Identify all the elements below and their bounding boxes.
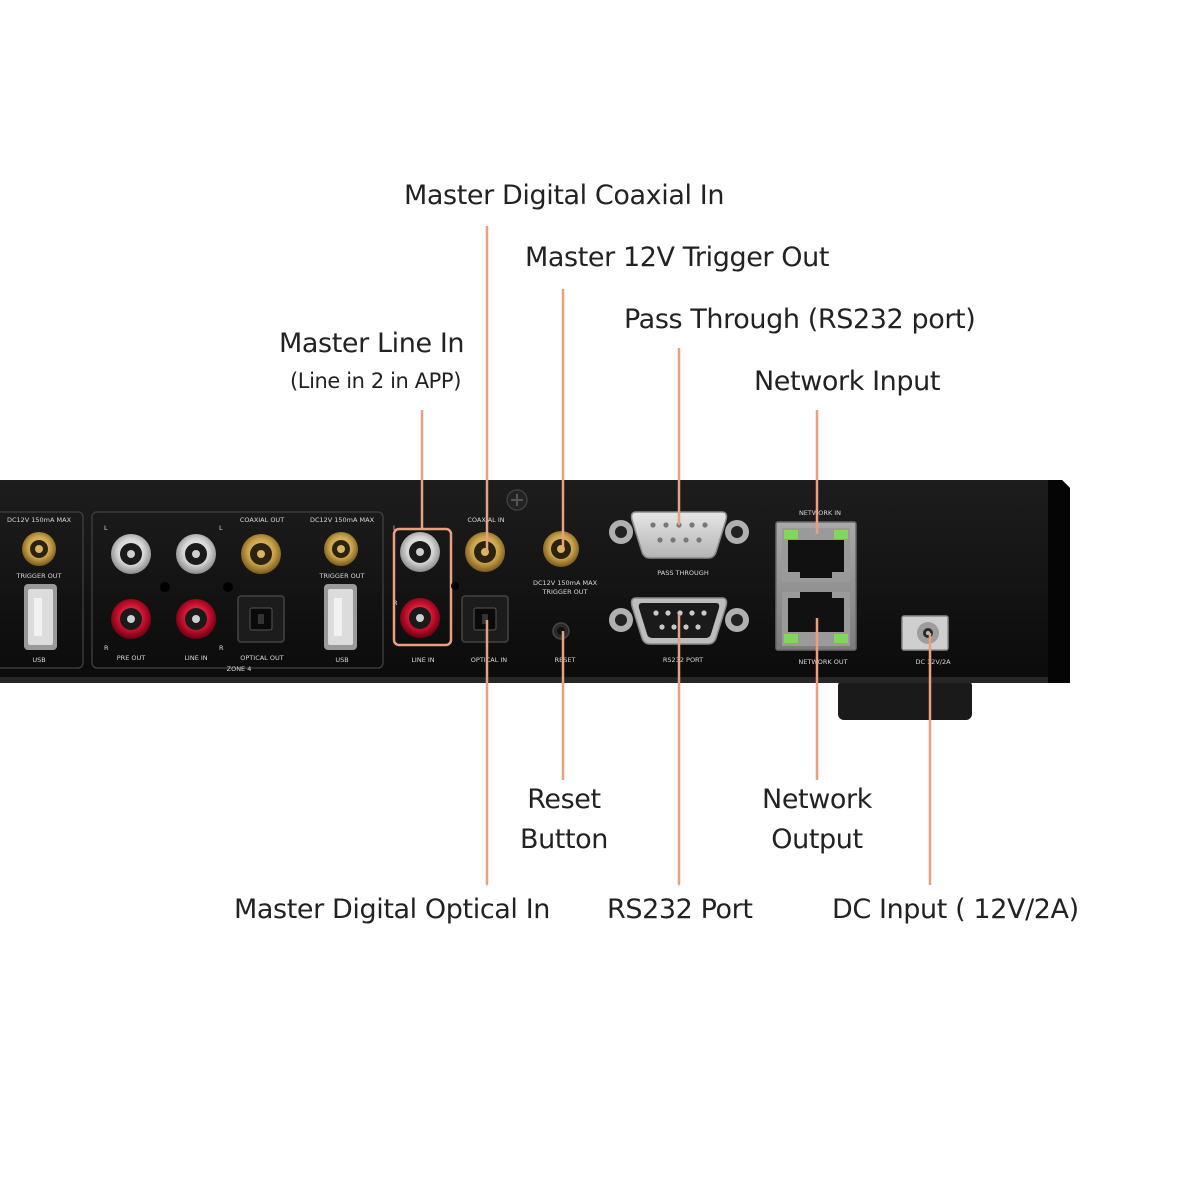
panel-label-pre-out: PRE OUT (117, 654, 145, 662)
panel-label-line-in-zone: LINE IN (184, 654, 207, 662)
usb-port-left[interactable] (24, 584, 57, 650)
panel-dot-1 (160, 582, 170, 592)
master-line-in-left-jack[interactable] (400, 532, 440, 572)
label-master-line-in: Master Line In (279, 328, 465, 359)
panel-label-dc12v-zone: DC12V 150mA MAX (310, 516, 375, 524)
label-master-12v-trigger-out: Master 12V Trigger Out (525, 242, 830, 273)
label-reset-line2: Button (519, 824, 609, 855)
left-zone-panel (0, 511, 84, 669)
panel-label-rs232: RS232 PORT (663, 656, 703, 664)
panel-label-trigger-left: TRIGGER OUT (15, 572, 61, 580)
label-network-output: Network Output (752, 780, 882, 860)
optical-out-port[interactable] (237, 595, 285, 643)
master-trigger-out-jack[interactable] (543, 531, 579, 567)
label-pass-through: Pass Through (RS232 port) (624, 304, 976, 335)
device-chassis-bottom-edge (0, 677, 1070, 683)
master-line-in-right-jack[interactable] (400, 598, 440, 638)
panel-label-network-out: NETWORK OUT (798, 658, 847, 666)
master-optical-in-port[interactable] (461, 595, 509, 643)
pre-out-right-jack[interactable] (111, 599, 151, 639)
label-master-line-in-note: (Line in 2 in APP) (290, 369, 461, 393)
chassis-screw-icon (506, 489, 528, 511)
label-reset-line1: Reset (527, 784, 601, 815)
panel-label-dc: DC 12V/2A (915, 658, 951, 666)
panel-label-coaxial-out: COAXIAL OUT (240, 516, 284, 524)
device-foot (838, 680, 972, 720)
reset-button[interactable] (552, 622, 570, 640)
pre-out-left-jack[interactable] (111, 534, 151, 574)
device-chassis-side (1048, 480, 1070, 683)
panel-label-optical-out: OPTICAL OUT (240, 654, 283, 662)
network-in-port[interactable] (782, 528, 850, 582)
line-in-right-jack-zone4[interactable] (176, 599, 216, 639)
leader-lines (420, 226, 932, 885)
label-dc-input: DC Input ( 12V/2A) (832, 894, 1079, 925)
coaxial-out-jack[interactable] (241, 534, 281, 574)
zone4-panel (91, 511, 384, 669)
panel-label-master-r: R (393, 599, 398, 607)
panel-label-usb-left: USB (32, 656, 45, 664)
panel-label-r2: R (219, 644, 224, 652)
label-master-digital-optical-in: Master Digital Optical In (234, 894, 550, 925)
label-reset-button: Reset Button (504, 780, 624, 860)
trigger-out-jack-left[interactable] (22, 532, 56, 566)
panel-label-reset: RESET (555, 656, 576, 664)
panel-label-line-in-master: LINE IN (411, 656, 434, 664)
panel-label-dc12v-left: DC12V 150mA MAX (7, 516, 72, 524)
label-network-output-line2: Output (771, 824, 863, 855)
dc-input-jack[interactable] (901, 615, 949, 651)
panel-label-dc12v-master: DC12V 150mA MAX (533, 579, 598, 587)
panel-label-l2: L (219, 524, 223, 532)
panel-label-r1: R (104, 644, 109, 652)
panel-label-pass-through: PASS THROUGH (657, 569, 709, 577)
panel-dot-3 (451, 582, 459, 590)
label-network-input: Network Input (754, 366, 941, 397)
panel-label-optical-in: OPTICAL IN (471, 656, 508, 664)
usb-port-zone4[interactable] (324, 584, 357, 650)
panel-label-trigger-master: TRIGGER OUT (541, 588, 587, 596)
panel-label-usb-zone: USB (335, 656, 348, 664)
panel-label-l1: L (104, 524, 108, 532)
panel-dot-2 (223, 582, 233, 592)
label-rs232-port: RS232 Port (607, 894, 753, 925)
panel-label-zone4: ZONE 4 (227, 665, 252, 673)
panel-label-master-l: L (393, 524, 397, 532)
master-coaxial-in-jack[interactable] (465, 532, 505, 572)
panel-label-trigger-zone: TRIGGER OUT (318, 572, 364, 580)
label-network-output-line1: Network (762, 784, 872, 815)
label-master-digital-coaxial-in: Master Digital Coaxial In (404, 180, 725, 211)
trigger-out-jack-zone4[interactable] (324, 532, 358, 566)
panel-label-network-in: NETWORK IN (799, 509, 841, 517)
line-in-left-jack-zone4[interactable] (176, 534, 216, 574)
